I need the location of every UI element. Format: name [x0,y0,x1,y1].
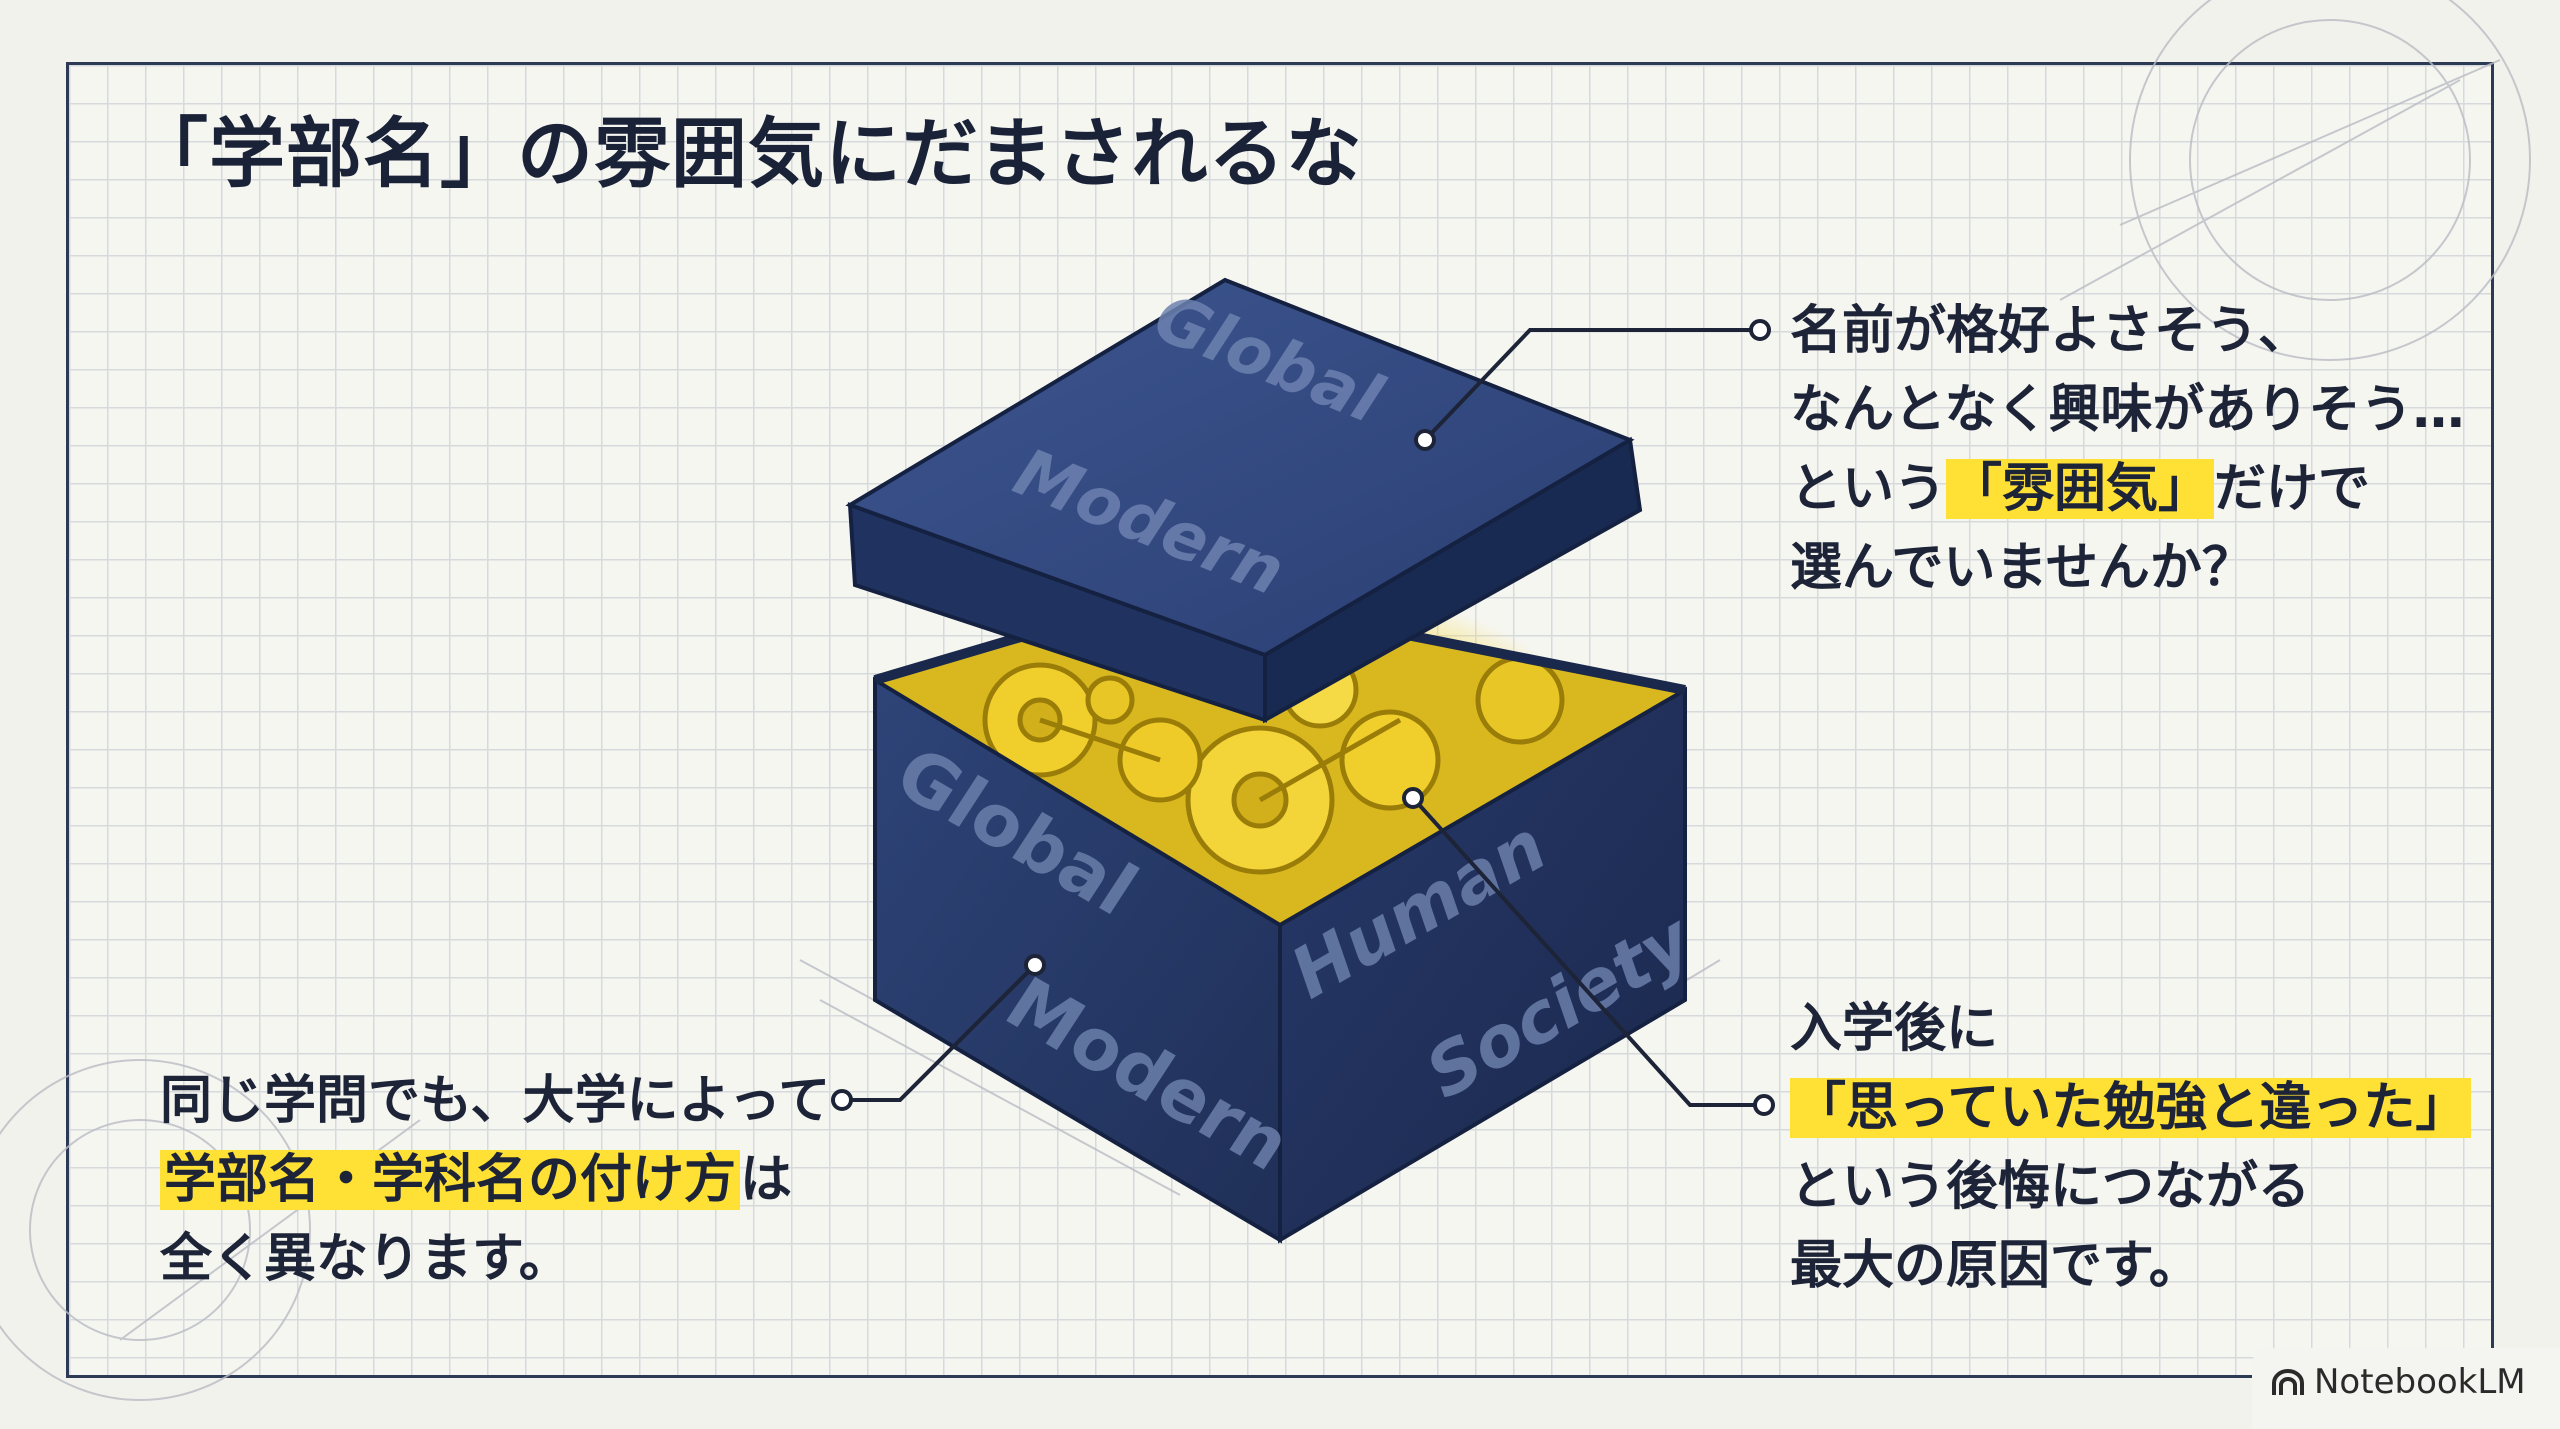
callout-tr-line3-post: だけで [2214,459,2371,519]
callout-bottom-right: 入学後に 「思っていた勉強と違った」 という後悔につながる 最大の原因です。 [1790,990,2472,1306]
box-lid: Global Modern [845,277,1643,724]
callout-bottom-left: 同じ学問でも、大学によって 学部名・学科名の付け方は 全く異なります。 [160,1062,830,1299]
callout-top-right: 名前が格好よさそう、 なんとなく興味がありそう… という「雰囲気」だけで 選んで… [1790,292,2464,608]
callout-tr-highlight: 「雰囲気」 [1946,459,2215,519]
callout-tr-line3-pre: という [1790,459,1947,519]
callout-br-line3: という後悔につながる [1790,1157,2311,1217]
callout-bl-line2: 学部名・学科名の付け方は [160,1141,830,1220]
callout-br-line1: 入学後に [1790,999,1999,1059]
callout-bl-line3: 全く異なります。 [160,1229,571,1289]
lid-side-edge [1263,436,1643,724]
callout-tr-line1: 名前が格好よさそう、 [1790,301,2311,361]
slide-title: 「学部名」の雰囲気にだまされるな [132,109,1363,198]
callout-tr-line3: という「雰囲気」だけで [1790,450,2464,529]
callout-bl-highlight: 学部名・学科名の付け方 [160,1150,741,1210]
callout-br-line2: 「思っていた勉強と違った」 [1790,1069,2472,1148]
notebooklm-badge: NotebookLM [2252,1348,2560,1429]
callout-tr-line4: 選んでいませんか？ [1790,538,2254,598]
leader-lines [842,328,1760,1107]
box-side-face [1278,686,1687,1244]
leader-dots [831,319,1775,1116]
callout-br-line4: 最大の原因です。 [1790,1236,2201,1296]
callout-br-highlight: 「思っていた勉強と違った」 [1790,1078,2472,1138]
notebooklm-logo-icon [2272,1369,2304,1395]
callout-tr-line2: なんとなく興味がありそう… [1790,380,2465,440]
callout-bl-line2-post: は [740,1150,793,1210]
callout-bl-line1: 同じ学問でも、大学によって [160,1071,831,1131]
brand-name: NotebookLM [2314,1362,2526,1402]
